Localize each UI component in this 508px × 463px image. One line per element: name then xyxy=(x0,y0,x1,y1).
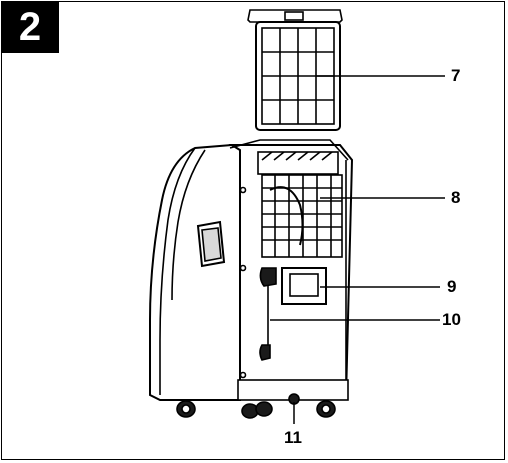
callout-7-label: 7 xyxy=(451,66,461,85)
rear-grille xyxy=(261,174,343,258)
figure-number-badge: 2 xyxy=(1,1,59,53)
caster-wheels xyxy=(176,400,336,419)
unit-body xyxy=(149,139,354,405)
leader-lines xyxy=(270,75,445,424)
callout-10-label: 10 xyxy=(442,310,461,329)
drain-hose xyxy=(259,285,271,361)
callout-11-label: 11 xyxy=(284,428,302,447)
drain-outlet xyxy=(259,267,327,305)
callout-8-label: 8 xyxy=(451,188,461,207)
callout-9-label: 9 xyxy=(447,277,457,296)
filter-panel xyxy=(247,9,343,131)
